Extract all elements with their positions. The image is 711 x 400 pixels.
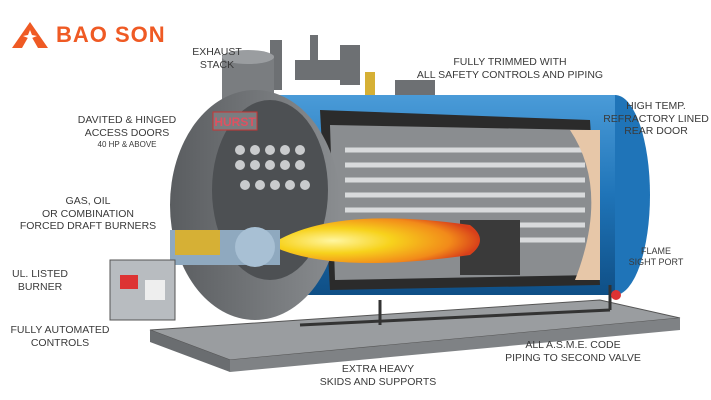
logo-text: BAO SON xyxy=(56,22,166,47)
asme-piping xyxy=(299,285,612,327)
logo-mark-icon xyxy=(12,22,48,48)
flame xyxy=(270,218,480,263)
hurst-brand: HURST xyxy=(214,115,256,129)
burner xyxy=(109,227,280,321)
valve-icon xyxy=(611,290,621,300)
front-access-door: HURST xyxy=(170,50,340,320)
skid-base xyxy=(149,299,681,372)
bao-son-logo: BAO SON xyxy=(12,22,166,48)
